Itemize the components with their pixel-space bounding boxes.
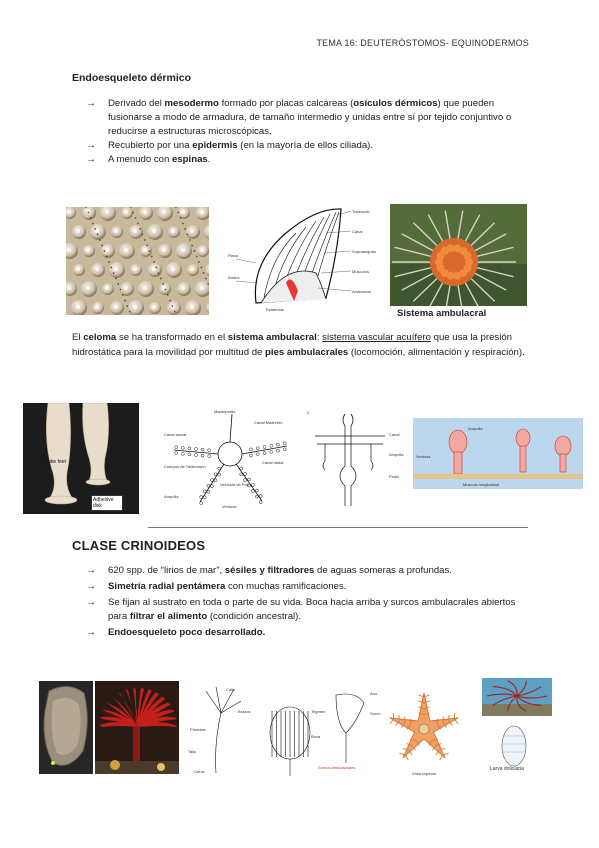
bullet-text: Endoesqueleto poco desarrollado. (108, 627, 266, 638)
paragraph-celoma: El celoma se ha transformado en el siste… (72, 332, 525, 358)
tube-foot-mechanism-diagram: Ampolla Ventosa Músculo longitudinal (413, 418, 583, 489)
bullet-list-crinoideos: → 620 spp. de “lirios de mar”, sésiles y … (86, 564, 516, 640)
bullet-text: Se fijan al sustrato en toda o parte de … (108, 597, 516, 622)
svg-text:Surco: Surco (370, 711, 381, 716)
arrow-icon: → (86, 581, 96, 592)
svg-text:Tegmen: Tegmen (311, 709, 325, 714)
label-madreporito: Madreporito (214, 409, 236, 414)
bullet-item: → A menudo con espinas. (86, 153, 526, 167)
label-tube-feet: Tube feet (45, 459, 66, 465)
label-adhesive-disk: Adhesive disk (91, 495, 123, 511)
svg-text:Ambulacro: Ambulacro (352, 289, 372, 294)
bullet-text: Simetría radial pentámera con muchas ram… (108, 581, 347, 592)
label-musculo: Músculo longitudinal (463, 482, 499, 487)
label-ventosa: Ventosa (222, 504, 237, 509)
label-vesicula-poli: Vesícula de Poli (220, 482, 249, 487)
svg-text:Pínnulas: Pínnulas (190, 727, 206, 732)
bullet-item: → Se fijan al sustrato en toda o parte de… (86, 596, 516, 624)
label-canal-anular: Canal anular (164, 432, 187, 437)
arrow-icon: → (86, 154, 96, 165)
bullet-text: A menudo con espinas. (108, 154, 211, 165)
arrow-icon: → (86, 140, 96, 151)
tube-feet-photo: Tube feet Adhesive disk (23, 403, 139, 514)
svg-text:Tallo: Tallo (188, 749, 197, 754)
label-larva: Larva doliolaria (490, 766, 524, 772)
section-heading-endoesqueleto: Endoesqueleto dérmico (72, 72, 192, 84)
sea-urchin-test-photo (66, 207, 209, 315)
arrow-icon: → (86, 98, 96, 109)
bullet-item: → Recubierto por una epidermis (en la may… (86, 139, 526, 153)
page-header-title: TEMA 16: DEUTERÓSTOMOS- EQUINODERMOS (316, 38, 529, 48)
image-caption-sistema-ambulacral: Sistema ambulacral (397, 308, 487, 319)
svg-text:Ambul.: Ambul. (228, 275, 240, 280)
svg-text:Cirros: Cirros (194, 769, 205, 774)
water-vascular-system-diagram: Madreporito Canal Madrefóri Canal anular… (162, 406, 300, 511)
arrow-icon: → (86, 597, 96, 608)
bullet-text: 620 spp. de “lirios de mar”, sésiles y f… (108, 565, 452, 576)
label-ventosa-2: Ventosa (416, 454, 431, 459)
section-heading-crinoideos: CLASE CRINOIDEOS (72, 538, 206, 553)
sea-urchin-spines-photo (390, 204, 527, 306)
bullet-text: Recubierto por una epidermis (en la mayo… (108, 140, 374, 151)
bullet-item: → Endoesqueleto poco desarrollado. (86, 626, 516, 640)
arrow-icon: → (86, 565, 96, 576)
svg-text:Epidermis: Epidermis (266, 307, 284, 312)
svg-text:Canal: Canal (389, 432, 400, 437)
sea-lily-photo (95, 681, 179, 774)
bullet-item: → 620 spp. de “lirios de mar”, sésiles y … (86, 564, 516, 578)
label-ampolla: Ampolla (164, 494, 179, 499)
label-diagram-number: 2 (307, 410, 310, 415)
label-canal-radial: Canal radial (262, 460, 283, 465)
svg-text:Surcos ambulacrales: Surcos ambulacrales (318, 765, 355, 770)
svg-text:Músculos: Músculos (352, 269, 369, 274)
label-cuerpos-tiedemann: Cuerpos de Tiedemann (164, 464, 206, 469)
svg-text:Boca: Boca (311, 734, 321, 739)
svg-text:Placa: Placa (228, 253, 239, 258)
feather-star-photo (482, 678, 552, 716)
label-canal-madreporico: Canal Madrefóri (254, 420, 283, 425)
doliolaria-larva-diagram: Larva doliolaria (490, 722, 538, 774)
svg-text:Brazos: Brazos (238, 709, 250, 714)
arrow-icon: → (86, 627, 96, 638)
svg-text:Ano: Ano (370, 691, 378, 696)
svg-text:Tubérculo: Tubérculo (352, 209, 370, 214)
bullet-item: → Simetría radial pentámera con muchas ra… (86, 580, 516, 594)
svg-text:Canal: Canal (352, 229, 363, 234)
bullet-item: → Derivado del mesodermo formado por plac… (86, 97, 526, 139)
svg-text:Ampolla: Ampolla (389, 452, 404, 457)
bullet-text: Derivado del mesodermo formado por placa… (108, 98, 512, 137)
label-vista-oral: Vista superior (412, 771, 437, 776)
label-ampolla-2: Ampolla (468, 426, 483, 431)
svg-text:Podio: Podio (389, 474, 400, 479)
bullet-list-endoesqueleto: → Derivado del mesodermo formado por plac… (86, 97, 526, 167)
svg-text:Supraangular: Supraangular (352, 249, 376, 254)
crinoid-fossil-photo (39, 681, 93, 774)
svg-text:Cáliz: Cáliz (226, 687, 235, 692)
section-divider (148, 527, 528, 528)
